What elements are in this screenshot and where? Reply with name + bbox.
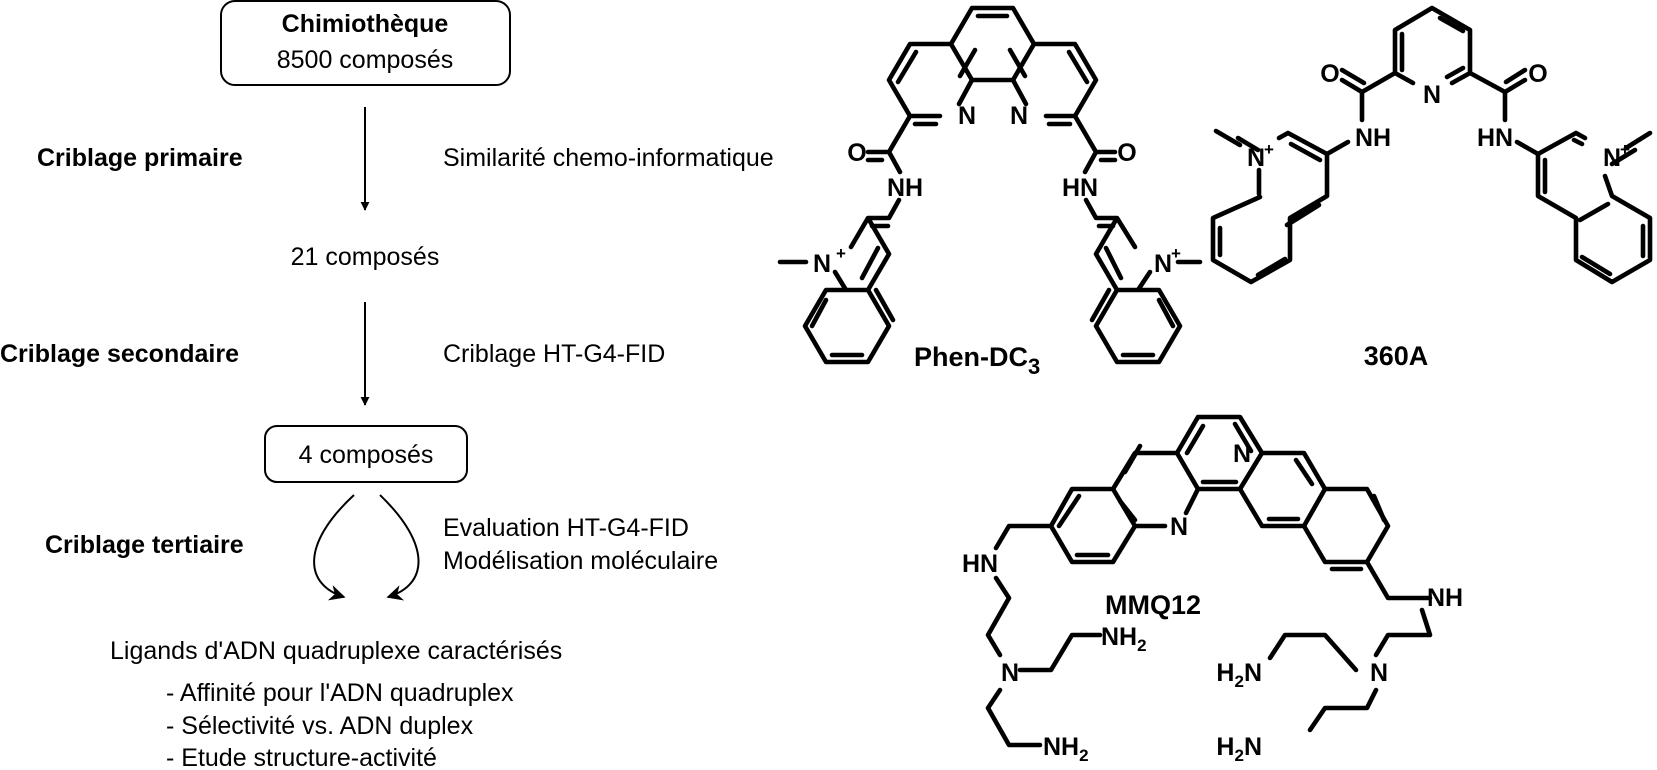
atom-n: N (1233, 440, 1251, 468)
intermediate-count: 21 composés (291, 243, 440, 271)
library-title: Chimiothèque (282, 10, 449, 38)
atom-n: N (958, 102, 976, 130)
atom-nh2: NH2 (1043, 733, 1089, 765)
atom-n: N (1370, 659, 1388, 687)
atom-n: N (1170, 513, 1188, 541)
atom-nh2: NH2 (1101, 623, 1147, 655)
double-bonds (1217, 15, 1646, 278)
library-count: 8500 composés (277, 46, 454, 74)
compound-name-mmq12: MMQ12 (1105, 590, 1201, 620)
stage-label-primary: Criblage primaire (37, 144, 243, 172)
atom-o: O (847, 139, 866, 167)
methyl-bond (1623, 130, 1653, 151)
atom-nh: NH (1427, 584, 1463, 612)
atom-n: N (1154, 250, 1172, 278)
result-bullet: - Sélectivité vs. ADN duplex (166, 712, 474, 740)
atom-h2n: H2N (1216, 733, 1262, 765)
bonds (777, 5, 1203, 365)
atom-o: O (1320, 60, 1339, 88)
double-bonds (809, 13, 1176, 358)
stage-label-tertiary: Criblage tertiaire (45, 531, 244, 559)
molecule-360a: N O O NH HN N + N + 360A (1210, 5, 1653, 371)
result-bullet: - Etude structure-activité (166, 744, 437, 770)
atom-h2n: H2N (1216, 659, 1262, 691)
stage-method-tertiary-2: Modélisation moléculaire (443, 547, 718, 575)
stage-method-primary: Similarité chemo-informatique (443, 144, 774, 172)
flowchart: Chimiothèque 8500 composés Criblage prim… (0, 0, 774, 770)
stage-method-tertiary-1: Evaluation HT-G4-FID (443, 514, 689, 542)
atom-n: N (1001, 659, 1019, 687)
atom-n: N (1603, 144, 1621, 172)
atom-n: N (1423, 81, 1441, 109)
atom-o: O (1528, 60, 1547, 88)
atom-hn: HN (962, 550, 998, 578)
atom-nh: NH (1355, 124, 1391, 152)
atom-hn: HN (1477, 124, 1513, 152)
bonds (1210, 5, 1653, 285)
atom-nh: NH (887, 174, 923, 202)
curved-arrow-right (379, 494, 420, 601)
curved-arrow-left (313, 494, 355, 601)
atom-n: N (1247, 144, 1265, 172)
stage-label-secondary: Criblage secondaire (0, 340, 239, 368)
double-bonds (1056, 421, 1387, 572)
result-bullet: - Affinité pour l'ADN quadruplex (166, 679, 514, 707)
selected-count: 4 composés (299, 441, 434, 469)
atom-o: O (1117, 139, 1136, 167)
charge-plus: + (1171, 244, 1181, 263)
charge-plus: + (836, 244, 846, 263)
compound-name-360a: 360A (1364, 341, 1429, 371)
selected-box (264, 425, 468, 483)
atom-hn: HN (1062, 174, 1098, 202)
result-title: Ligands d'ADN quadruplexe caractérisés (110, 637, 562, 665)
library-box (220, 0, 511, 86)
bonds (985, 414, 1433, 748)
stage-method-secondary: Criblage HT-G4-FID (443, 340, 665, 368)
atom-n: N (1010, 102, 1028, 130)
compound-name-phen-dc3: Phen-DC3 (914, 342, 1040, 379)
molecule-phen-dc3: N N O O NH HN N + N + Phen-DC3 (777, 5, 1203, 379)
molecule-mmq12: N N HN N NH2 NH2 NH N H2N H2N MMQ12 (962, 414, 1463, 765)
atom-n: N (813, 250, 831, 278)
charge-plus: + (1264, 140, 1274, 159)
methyl-bond (1213, 128, 1243, 148)
